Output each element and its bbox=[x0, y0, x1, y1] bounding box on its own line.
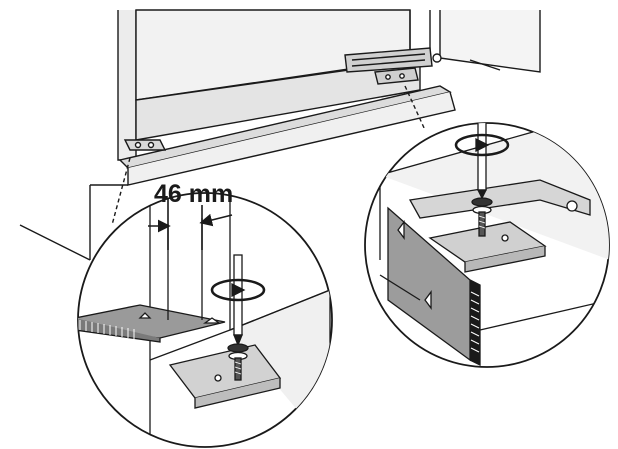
dimension-indicator bbox=[148, 198, 233, 250]
door-panel bbox=[439, 10, 541, 73]
screw-left bbox=[227, 343, 249, 381]
hinge-arm-right bbox=[408, 179, 591, 219]
rotation-arrow-right-icon bbox=[454, 133, 510, 157]
cabinet-left-wall bbox=[117, 10, 137, 161]
rotation-arrow-left-icon bbox=[210, 278, 266, 302]
hinge-base-plate bbox=[374, 67, 419, 85]
cabinet-scene bbox=[19, 9, 541, 261]
dimension-label: 46 mm bbox=[154, 180, 233, 208]
hinge-bracket bbox=[344, 47, 433, 73]
screw-right bbox=[471, 197, 493, 237]
left-bracket bbox=[123, 139, 167, 151]
detail-circle-right bbox=[364, 122, 610, 368]
detail-circle-left bbox=[77, 192, 333, 448]
leader-line-right bbox=[404, 85, 426, 131]
leader-line-left bbox=[111, 157, 131, 226]
